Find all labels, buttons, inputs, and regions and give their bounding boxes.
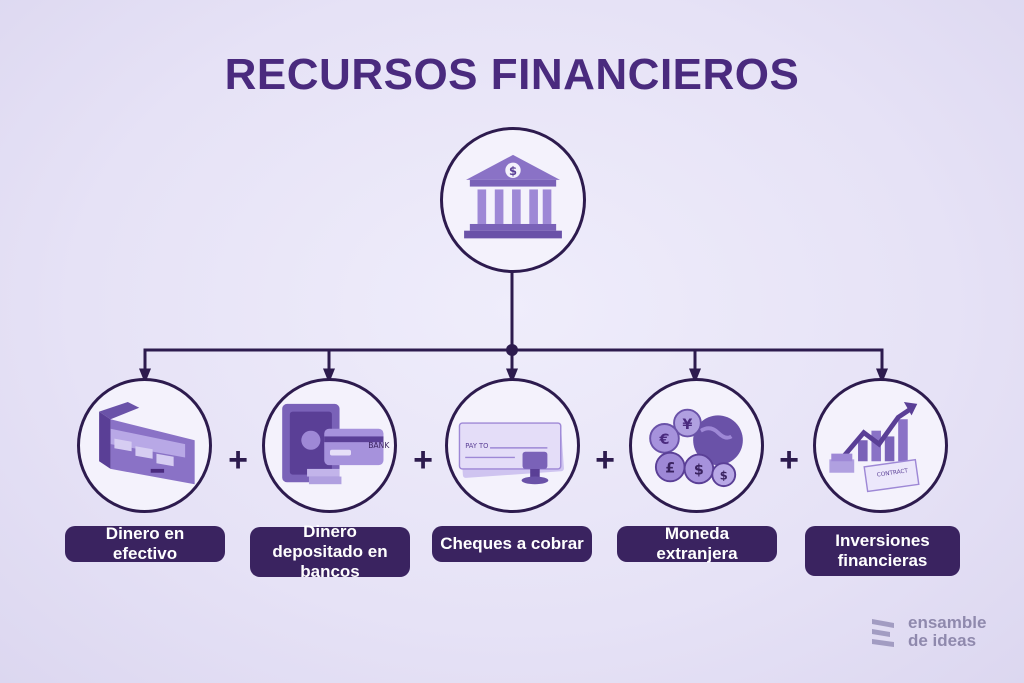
root-bank-circle: $ <box>440 127 586 273</box>
ensamble-logo-icon <box>872 619 894 647</box>
cheque-icon: PAY TO <box>458 422 564 485</box>
brand-logo: ensamble de ideas <box>868 614 986 650</box>
item-label-cash: Dinero en efectivo <box>65 524 225 563</box>
item-circle-cash <box>77 378 212 513</box>
bank-card-text: BANK <box>368 441 390 450</box>
svg-text:€: € <box>658 432 669 448</box>
cash-drawer-icon <box>99 402 195 485</box>
item-label-cheques: Cheques a cobrar <box>432 526 592 562</box>
plus-sign-4: + <box>779 441 799 479</box>
cheque-payto-text: PAY TO <box>465 442 488 450</box>
svg-text:£: £ <box>665 461 675 477</box>
item-label-foreign-currency: Moneda extranjera <box>617 524 777 563</box>
svg-text:$: $ <box>694 463 704 479</box>
contract-text: CONTRACT <box>877 468 909 478</box>
item-circle-foreign-currency: ¥ € £ $ $ <box>629 378 764 513</box>
page-title: RECURSOS FINANCIEROS <box>224 50 800 99</box>
item-circle-bank-deposit: BANK <box>262 378 397 513</box>
item-label-bank-deposit: Dinero depositado en bancos <box>250 522 410 581</box>
brand-line-1: ensamble <box>908 613 987 632</box>
investment-chart-icon: CONTRACT <box>829 402 920 493</box>
item-circle-investments: CONTRACT <box>813 378 948 513</box>
svg-text:$: $ <box>720 468 728 482</box>
junction-dot <box>506 344 518 356</box>
plus-sign-1: + <box>228 441 248 479</box>
item-label-investments: Inversiones financieras <box>805 526 960 576</box>
svg-text:¥: ¥ <box>682 417 692 433</box>
foreign-currency-icon: ¥ € £ $ $ <box>649 408 743 488</box>
bank-vault-icon: BANK <box>282 403 390 485</box>
plus-sign-3: + <box>595 441 615 479</box>
item-circle-cheques: PAY TO <box>445 378 580 513</box>
brand-line-2: de ideas <box>908 631 977 650</box>
bank-icon: $ <box>464 154 562 239</box>
plus-sign-2: + <box>413 441 433 479</box>
svg-text:$: $ <box>509 164 517 178</box>
